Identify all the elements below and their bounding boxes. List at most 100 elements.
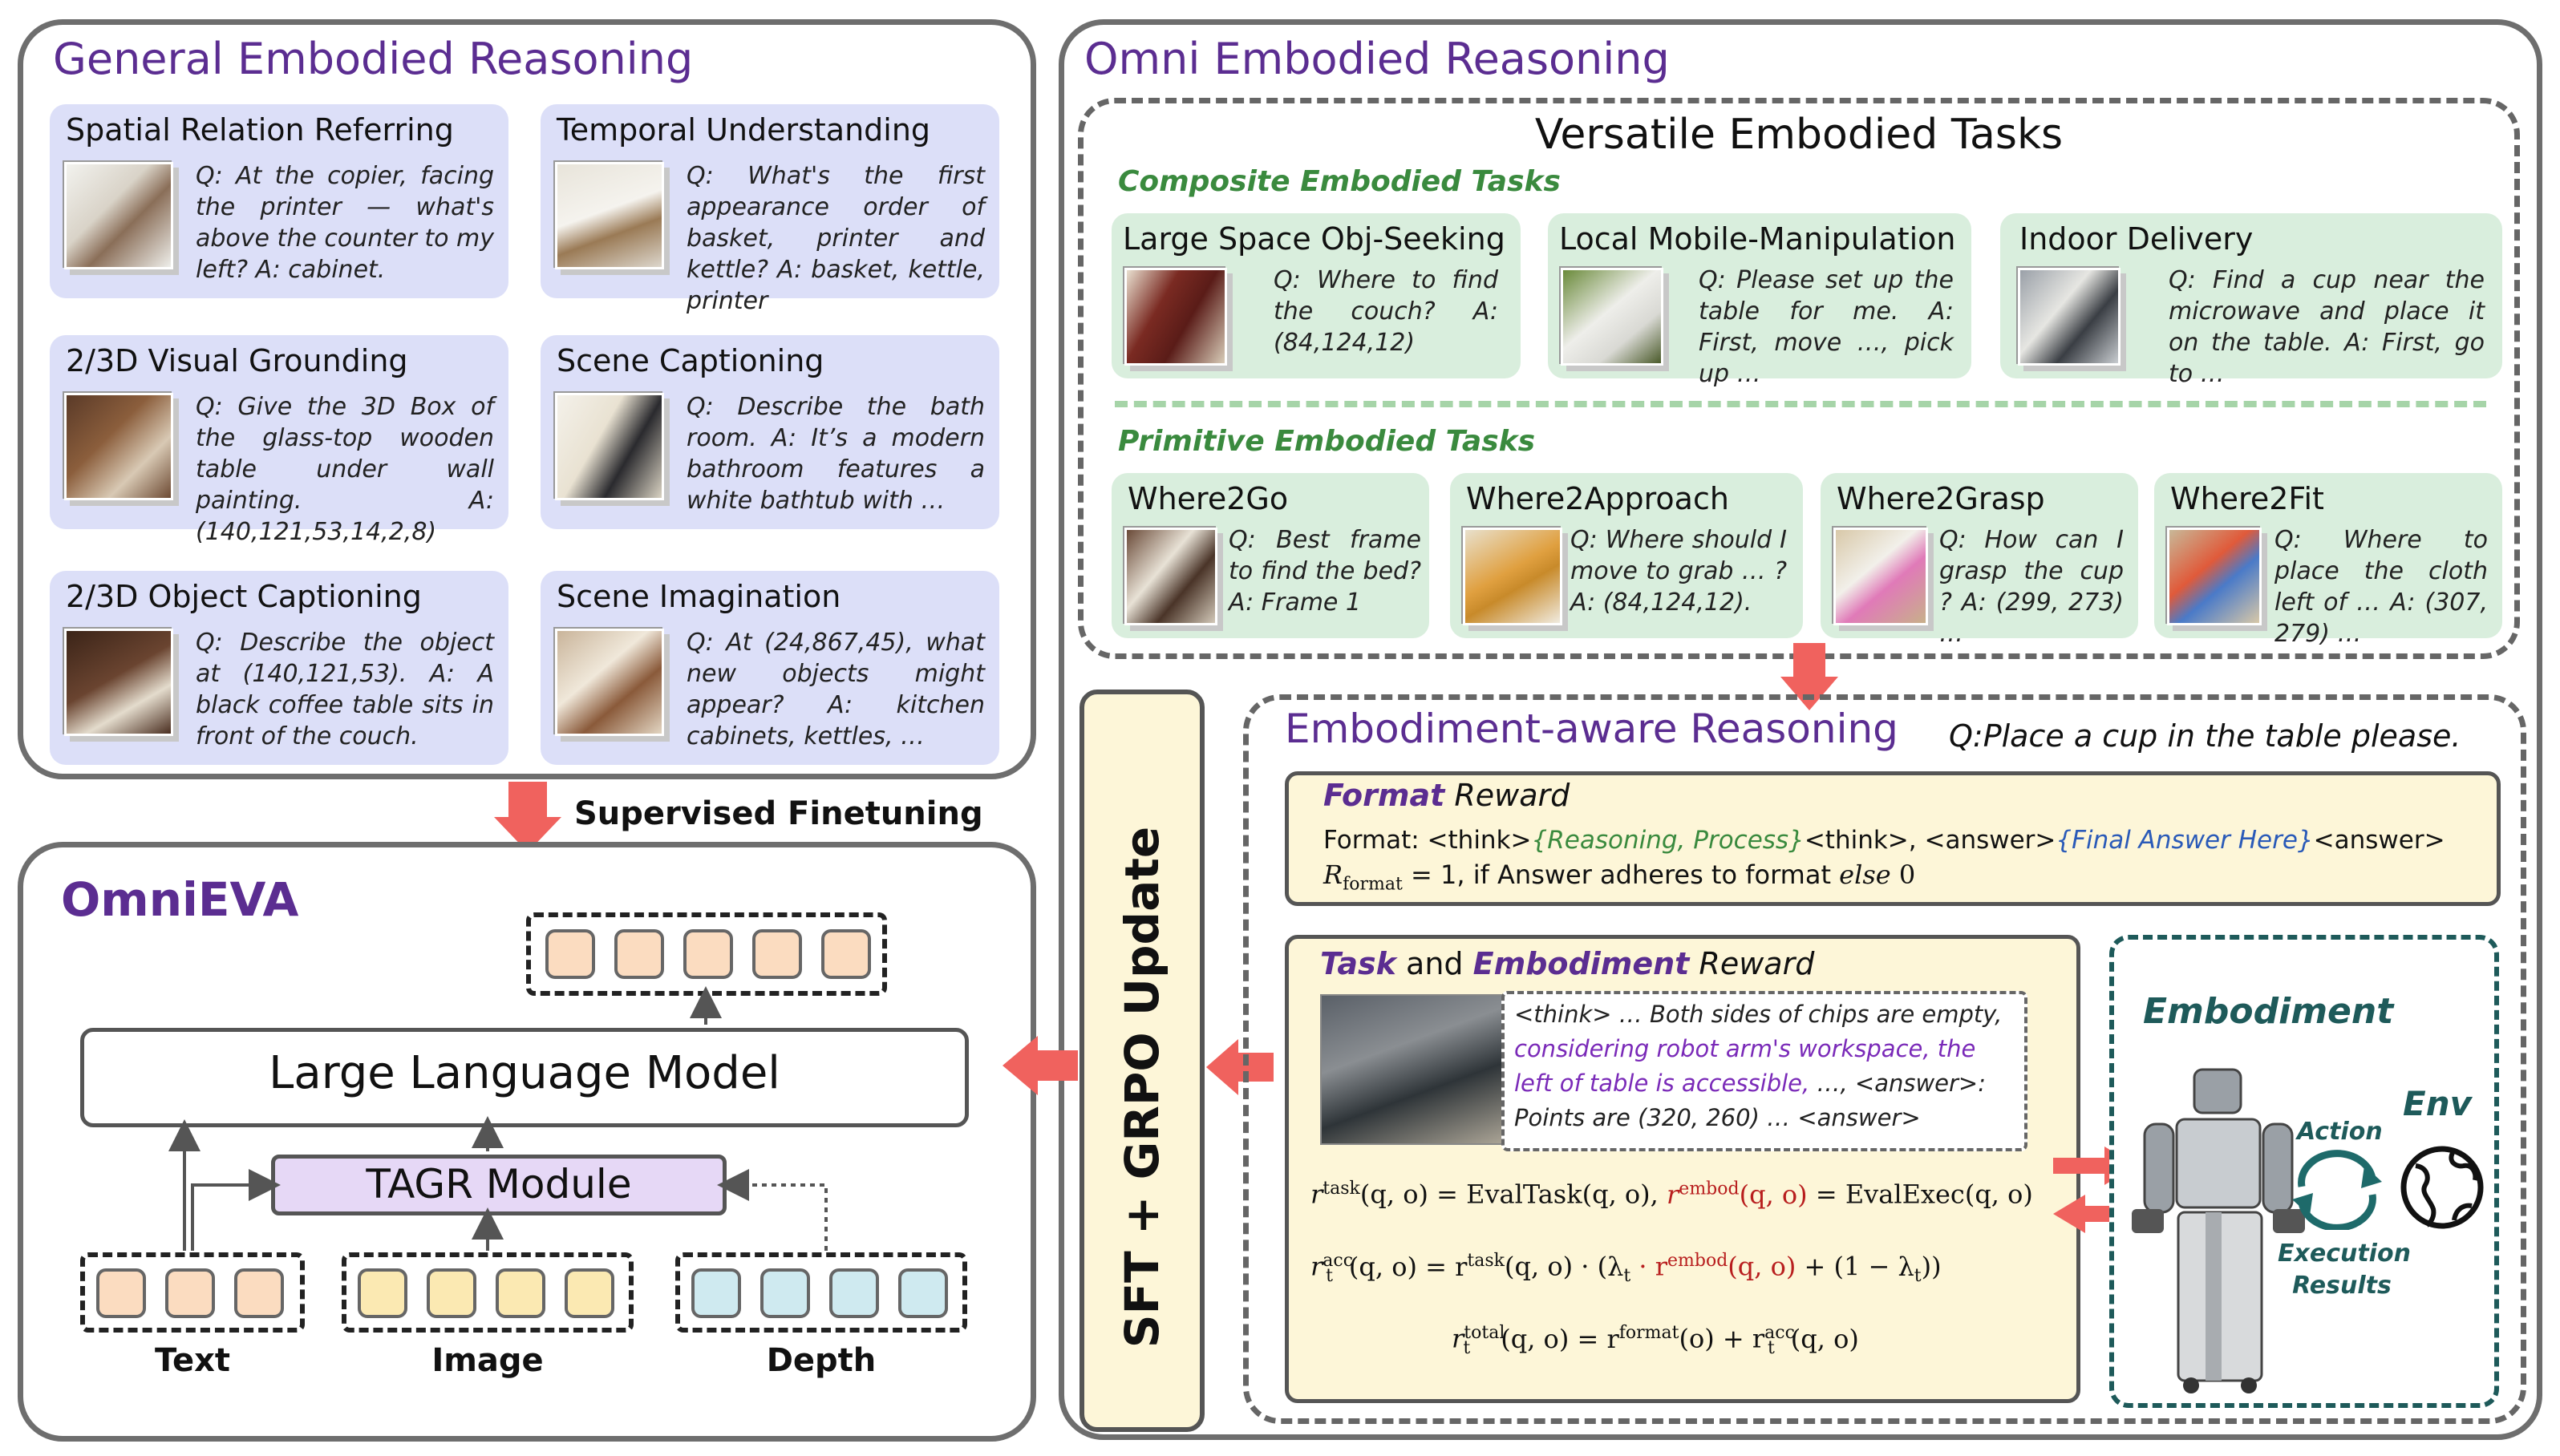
reward-word: Reward xyxy=(1454,778,1570,813)
think-line: <think> … Both sides of chips are empty, xyxy=(1514,1001,2003,1028)
format-end: <answer> xyxy=(2313,826,2445,855)
math-sub: t xyxy=(1463,1338,1471,1359)
math-sub: format xyxy=(1343,874,1403,895)
card-temporal-understanding: Temporal Understanding Q: What's the fir… xyxy=(541,104,999,315)
card-qa-text: Q: Describe the bath room. A: It’s a mod… xyxy=(687,393,985,515)
math-expr: )) xyxy=(1921,1251,1942,1282)
depth-token xyxy=(898,1268,948,1318)
card-qa-text: Q: Best frame to find the bed? A: Frame … xyxy=(1229,526,1421,617)
task-divider xyxy=(1115,401,2486,407)
output-token xyxy=(752,929,802,979)
math-symbol: r xyxy=(1452,1323,1464,1354)
math-sup: embod xyxy=(1667,1251,1728,1271)
card-where2grasp: Where2Grasp Q: How can I grasp the cup ?… xyxy=(1821,473,2138,648)
math-expr: (q, o) = r xyxy=(1348,1251,1468,1282)
card-scene-imagination: Scene Imagination Q: At (24,867,45), wha… xyxy=(541,571,999,765)
card-title: 2/3D Object Captioning xyxy=(66,579,422,614)
card-title: Where2Fit xyxy=(2170,481,2324,516)
think-line: Points are (320, 260) … <answer> xyxy=(1514,1104,1921,1131)
ear-question: Q:Place a cup in the table please. xyxy=(1949,718,2461,754)
card-title: Local Mobile-Manipulation xyxy=(1559,221,1956,257)
math-sub: t xyxy=(1914,1266,1922,1287)
embodiment-aware-reasoning-box xyxy=(1243,694,2526,1424)
card-large-space-obj-seeking: Large Space Obj-Seeking Q: Where to find… xyxy=(1112,213,1521,378)
thumb-image xyxy=(1124,268,1227,366)
format-reward-equation: Rformat = 1, if Answer adheres to format… xyxy=(1323,859,1915,894)
math-sup: acc xyxy=(1764,1323,1795,1343)
down-arrow-icon xyxy=(1780,643,1838,710)
text-token xyxy=(96,1268,146,1318)
depth-token xyxy=(691,1268,741,1318)
math-expr: (o) + r xyxy=(1679,1323,1765,1354)
think-line: …, <answer>: xyxy=(1809,1070,1986,1097)
versatile-tasks-title: Versatile Embodied Tasks xyxy=(1534,111,2064,159)
output-token xyxy=(683,929,733,979)
card-qa-text: Q: Describe the object at (140,121,53). … xyxy=(196,629,494,750)
text-input-label: Text xyxy=(154,1342,231,1379)
image-token xyxy=(358,1268,407,1318)
format-template: Format: <think>{Reasoning, Process}<thin… xyxy=(1323,826,2445,855)
card-title: Scene Captioning xyxy=(557,343,824,378)
card-spatial-relation: Spatial Relation Referring Q: At the cop… xyxy=(50,104,508,298)
card-title: Temporal Understanding xyxy=(557,112,931,148)
equation-total: rtotalt(q, o) = rformat(o) + racct(q, o) xyxy=(1452,1323,1859,1358)
text-token xyxy=(234,1268,284,1318)
thumb-image xyxy=(555,162,664,269)
depth-token-group xyxy=(675,1252,967,1333)
equation-task-embod: rtask(q, o) = EvalTask(q, o), rembod(q, … xyxy=(1310,1179,2033,1210)
cycle-arrows-icon xyxy=(2292,1150,2382,1230)
thumb-image xyxy=(555,393,664,500)
math-sup: acc xyxy=(1323,1251,1354,1271)
omnieva-connectors xyxy=(168,986,828,1251)
embodiment-title: Embodiment xyxy=(2143,991,2394,1032)
output-token xyxy=(545,929,595,979)
omni-reasoning-title: Omni Embodied Reasoning xyxy=(1084,34,1670,84)
card-title: Where2Approach xyxy=(1466,481,1729,516)
update-label: SFT + GRPO Update xyxy=(1115,826,1169,1349)
math-sup: total xyxy=(1464,1323,1505,1343)
math-sup: task xyxy=(1467,1251,1505,1271)
image-token-group xyxy=(342,1252,634,1333)
llm-label: Large Language Model xyxy=(269,1047,780,1099)
equation-acc: racct(q, o) = rtask(q, o) · (λt · rembod… xyxy=(1310,1251,1942,1286)
card-qa-text: Q: What's the first appearance order of … xyxy=(687,162,985,315)
execution-results-label: Execution Results xyxy=(2278,1240,2411,1300)
format-prefix: Format: <think> xyxy=(1323,826,1532,855)
and-word: and xyxy=(1406,946,1464,981)
thumb-image xyxy=(2018,268,2121,366)
else-word: else xyxy=(1839,859,1891,890)
format-word: Format xyxy=(1323,778,1445,813)
image-input-label: Image xyxy=(431,1342,544,1379)
card-scene-captioning: Scene Captioning Q: Describe the bath ro… xyxy=(541,335,999,529)
format-answer: {Final Answer Here} xyxy=(2056,826,2314,855)
task-word: Task xyxy=(1320,946,1396,981)
card-qa-text: Q: How can I grasp the cup ? A: (299, 27… xyxy=(1939,526,2124,648)
output-token xyxy=(614,929,664,979)
ear-title: Embodiment-aware Reasoning xyxy=(1285,706,1898,752)
env-label: Env xyxy=(2403,1084,2472,1123)
card-title: Where2Go xyxy=(1128,481,1289,516)
thumb-image xyxy=(1124,528,1217,625)
math-sub: t xyxy=(1623,1266,1631,1287)
thumb-image xyxy=(2167,528,2262,625)
math-symbol: r xyxy=(1667,1179,1679,1210)
math-symbol: r xyxy=(1310,1179,1323,1210)
depth-input-label: Depth xyxy=(766,1342,877,1379)
format-reasoning: {Reasoning, Process} xyxy=(1531,826,1805,855)
math-sub: t xyxy=(1767,1338,1775,1359)
math-expr: (q, o) = EvalTask(q, o), xyxy=(1359,1179,1659,1210)
thumb-image xyxy=(64,629,173,736)
reward-word: Reward xyxy=(1699,946,1815,981)
math-expr: (q, o) xyxy=(1728,1251,1796,1282)
format-reward-title: Format Reward xyxy=(1323,778,1570,813)
card-title: Large Space Obj-Seeking xyxy=(1123,221,1505,257)
think-text: <think> … Both sides of chips are empty,… xyxy=(1514,997,2019,1135)
card-object-captioning: 2/3D Object Captioning Q: Describe the o… xyxy=(50,571,508,765)
math-symbol: R xyxy=(1323,859,1343,890)
card-qa-text: Q: Where to place the cloth left of … A:… xyxy=(2274,526,2488,648)
math-sup: task xyxy=(1323,1179,1360,1199)
sft-label: Supervised Finetuning xyxy=(574,795,983,832)
card-qa-text: Q: Where to find the couch? A: (84,124,1… xyxy=(1274,266,1498,357)
card-indoor-delivery: Indoor Delivery Q: Find a cup near the m… xyxy=(2000,213,2502,388)
math-expr: + (1 − λ xyxy=(1804,1251,1914,1282)
